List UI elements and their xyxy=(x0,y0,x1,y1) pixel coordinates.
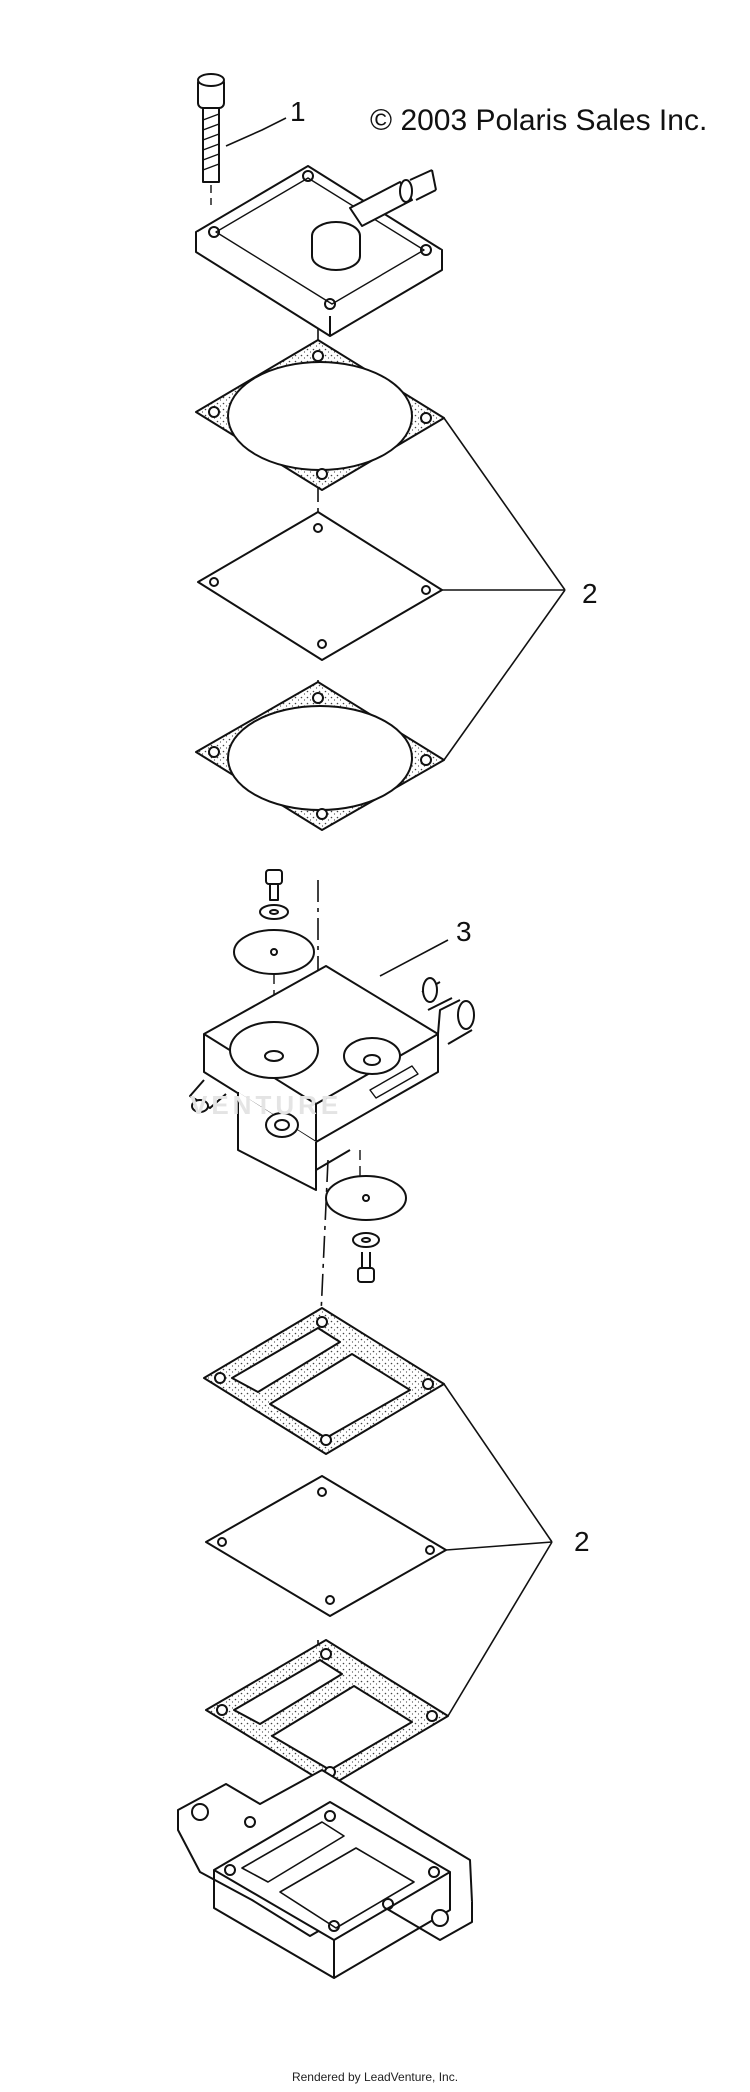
check-valve-upper xyxy=(233,869,315,1030)
callout-2-lower: 2 xyxy=(574,1526,590,1557)
copyright-notice: © 2003 Polaris Sales Inc. xyxy=(370,104,708,137)
gasket-chamber-top xyxy=(203,1307,445,1455)
base-plate xyxy=(177,1769,473,1979)
callout-2-upper: 2 xyxy=(582,578,598,609)
leader-lines-2-upper xyxy=(442,417,566,761)
gasket-round-middle xyxy=(195,681,445,831)
gasket-round-top xyxy=(195,339,445,491)
check-valve-lower xyxy=(325,1150,407,1283)
pump-cover xyxy=(195,165,443,337)
diaphragm-plate-top xyxy=(197,511,443,661)
pump-body-part-3 xyxy=(189,939,475,1191)
leader-lines-2-lower xyxy=(443,1383,553,1717)
watermark: VENTURE xyxy=(190,1090,343,1120)
footer-credit: Rendered by LeadVenture, Inc. xyxy=(291,2070,459,2084)
diaphragm-plate-bottom xyxy=(205,1475,447,1617)
gasket-chamber-bottom xyxy=(205,1639,449,1787)
callout-1: 1 xyxy=(290,96,306,127)
screw-part-1 xyxy=(197,73,287,205)
callout-3: 3 xyxy=(456,916,472,947)
